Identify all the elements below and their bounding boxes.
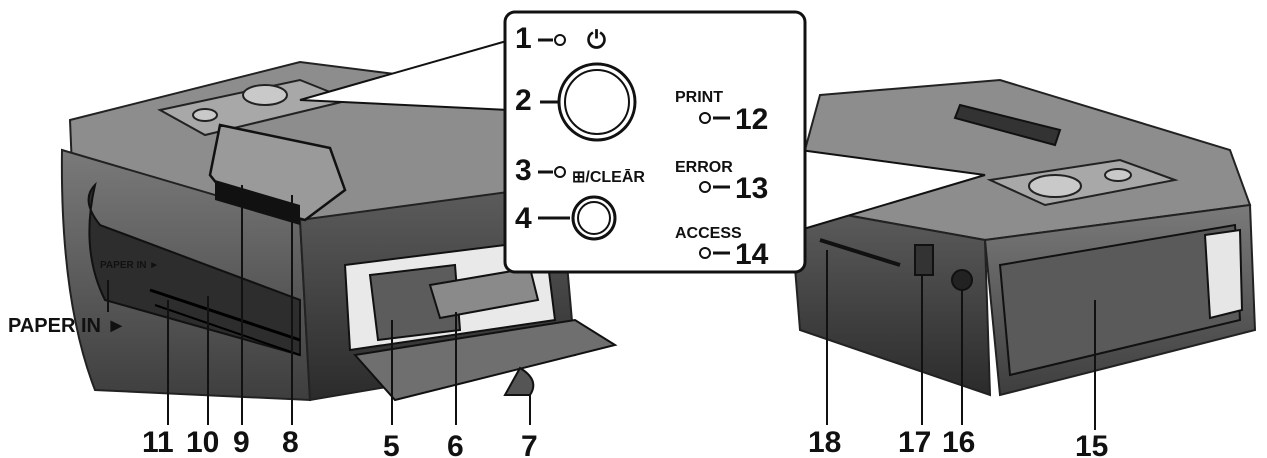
- label-3: 3: [515, 154, 532, 187]
- cassette-lever: [428, 266, 540, 320]
- label-1: 1: [515, 22, 532, 55]
- label-13: 13: [735, 172, 768, 205]
- paper-slot: [149, 288, 301, 342]
- led-12: [699, 112, 711, 124]
- power-icon: ⏻: [587, 27, 606, 54]
- label-17: 17: [898, 426, 931, 458]
- label-11: 11: [142, 426, 174, 458]
- label-8: 8: [282, 426, 299, 458]
- clear-label: ⊞/CLEĀR: [572, 167, 645, 186]
- dc-in-jack: [951, 269, 973, 291]
- side-card-slot: [819, 238, 901, 267]
- label-18: 18: [808, 426, 841, 458]
- label-14: 14: [735, 238, 769, 271]
- label-12: 12: [735, 103, 768, 136]
- bottom-labels: 11 10 9 8 5 6 7 18 17 16 15: [142, 185, 1108, 458]
- paper-slot-panel: [87, 181, 301, 357]
- print-label: PRINT: [675, 89, 723, 106]
- paper-in-label: PAPER IN ►: [8, 315, 126, 337]
- top-button-small: [192, 108, 218, 122]
- led-14: [699, 247, 711, 259]
- clear-button-inner: [577, 201, 611, 235]
- right-top-button-large: [1028, 174, 1082, 198]
- led-13: [699, 181, 711, 193]
- led-1: [554, 34, 566, 46]
- error-label: ERROR: [675, 159, 733, 176]
- right-top-button-small: [1104, 168, 1132, 182]
- power-button-inner: [564, 69, 630, 135]
- label-10: 10: [186, 426, 219, 458]
- label-15: 15: [1075, 430, 1108, 458]
- top-button-large: [242, 84, 288, 106]
- callout-panel: [503, 10, 807, 274]
- side-switch: [914, 244, 934, 276]
- label-7: 7: [521, 430, 538, 458]
- right-printer: [788, 78, 1257, 397]
- label-16: 16: [942, 426, 975, 458]
- right-printer-front: [788, 203, 992, 397]
- battery-compartment: [998, 223, 1242, 377]
- label-9: 9: [233, 426, 250, 458]
- right-top-slot: [953, 103, 1062, 147]
- paper-in-small-label: PAPER IN ►: [100, 260, 159, 271]
- label-4: 4: [515, 202, 532, 235]
- access-label: ACCESS: [675, 225, 742, 242]
- label-6: 6: [447, 430, 464, 458]
- card-slot: [215, 180, 300, 225]
- compartment-lid: [353, 318, 618, 402]
- battery-contacts: [1203, 228, 1244, 320]
- paper-slot-2: [154, 304, 301, 356]
- label-2: 2: [515, 84, 532, 117]
- led-3: [554, 166, 566, 178]
- label-5: 5: [383, 430, 400, 458]
